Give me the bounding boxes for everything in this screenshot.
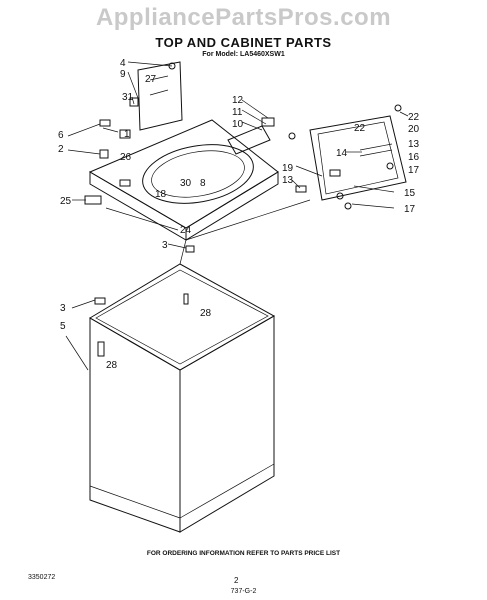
small-parts: [84, 62, 402, 357]
callout-20: 20: [408, 124, 420, 135]
washer-top-panel: [88, 61, 279, 241]
washer-lid: [309, 115, 407, 201]
callout-26: 26: [120, 152, 132, 163]
page-title: TOP AND CABINET PARTS: [155, 35, 332, 50]
ordering-note: FOR ORDERING INFORMATION REFER TO PARTS …: [146, 550, 341, 557]
callout-18: 18: [155, 189, 167, 200]
callout-3-cabinet: 3: [60, 303, 66, 314]
callout-13-left: 13: [282, 175, 294, 186]
callout-30: 30: [180, 178, 192, 189]
callout-numbers: 4 9 27 31 1 6 2 26 30 8 18 12 11 10 25 2…: [58, 58, 420, 371]
callout-12: 12: [232, 95, 244, 106]
callout-24: 24: [180, 225, 192, 236]
washer-cabinet: [89, 199, 311, 533]
callout-17-upper: 17: [408, 165, 420, 176]
callout-1: 1: [124, 129, 130, 140]
callout-10: 10: [232, 119, 244, 130]
callout-22-inner: 22: [354, 123, 366, 134]
callout-14: 14: [336, 148, 348, 159]
callout-31: 31: [122, 92, 134, 103]
callout-8: 8: [200, 178, 206, 189]
callout-28-left: 28: [106, 360, 118, 371]
callout-27: 27: [145, 74, 157, 85]
callout-5: 5: [60, 321, 66, 332]
callout-9: 9: [120, 69, 126, 80]
callout-17-lower: 17: [404, 204, 416, 215]
page-number: 2: [234, 576, 239, 585]
callout-22-right: 22: [408, 112, 420, 123]
doc-number: 3350272: [28, 574, 56, 581]
callout-4: 4: [120, 58, 126, 69]
callout-28-right: 28: [200, 308, 212, 319]
callout-6: 6: [58, 130, 64, 141]
page-code: 737-G-2: [230, 588, 257, 595]
callout-25: 25: [60, 196, 72, 207]
callout-11: 11: [232, 107, 243, 118]
model-subtitle: For Model: LA5460XSW1: [202, 51, 285, 58]
callout-15: 15: [404, 188, 416, 199]
watermark: AppliancePartsPros.com: [95, 4, 392, 31]
callout-13-right: 13: [408, 139, 420, 150]
callout-16: 16: [408, 152, 420, 163]
callout-2: 2: [58, 144, 64, 155]
callout-19: 19: [282, 163, 294, 174]
callout-3-top: 3: [162, 240, 168, 251]
leader-lines: [65, 61, 409, 371]
